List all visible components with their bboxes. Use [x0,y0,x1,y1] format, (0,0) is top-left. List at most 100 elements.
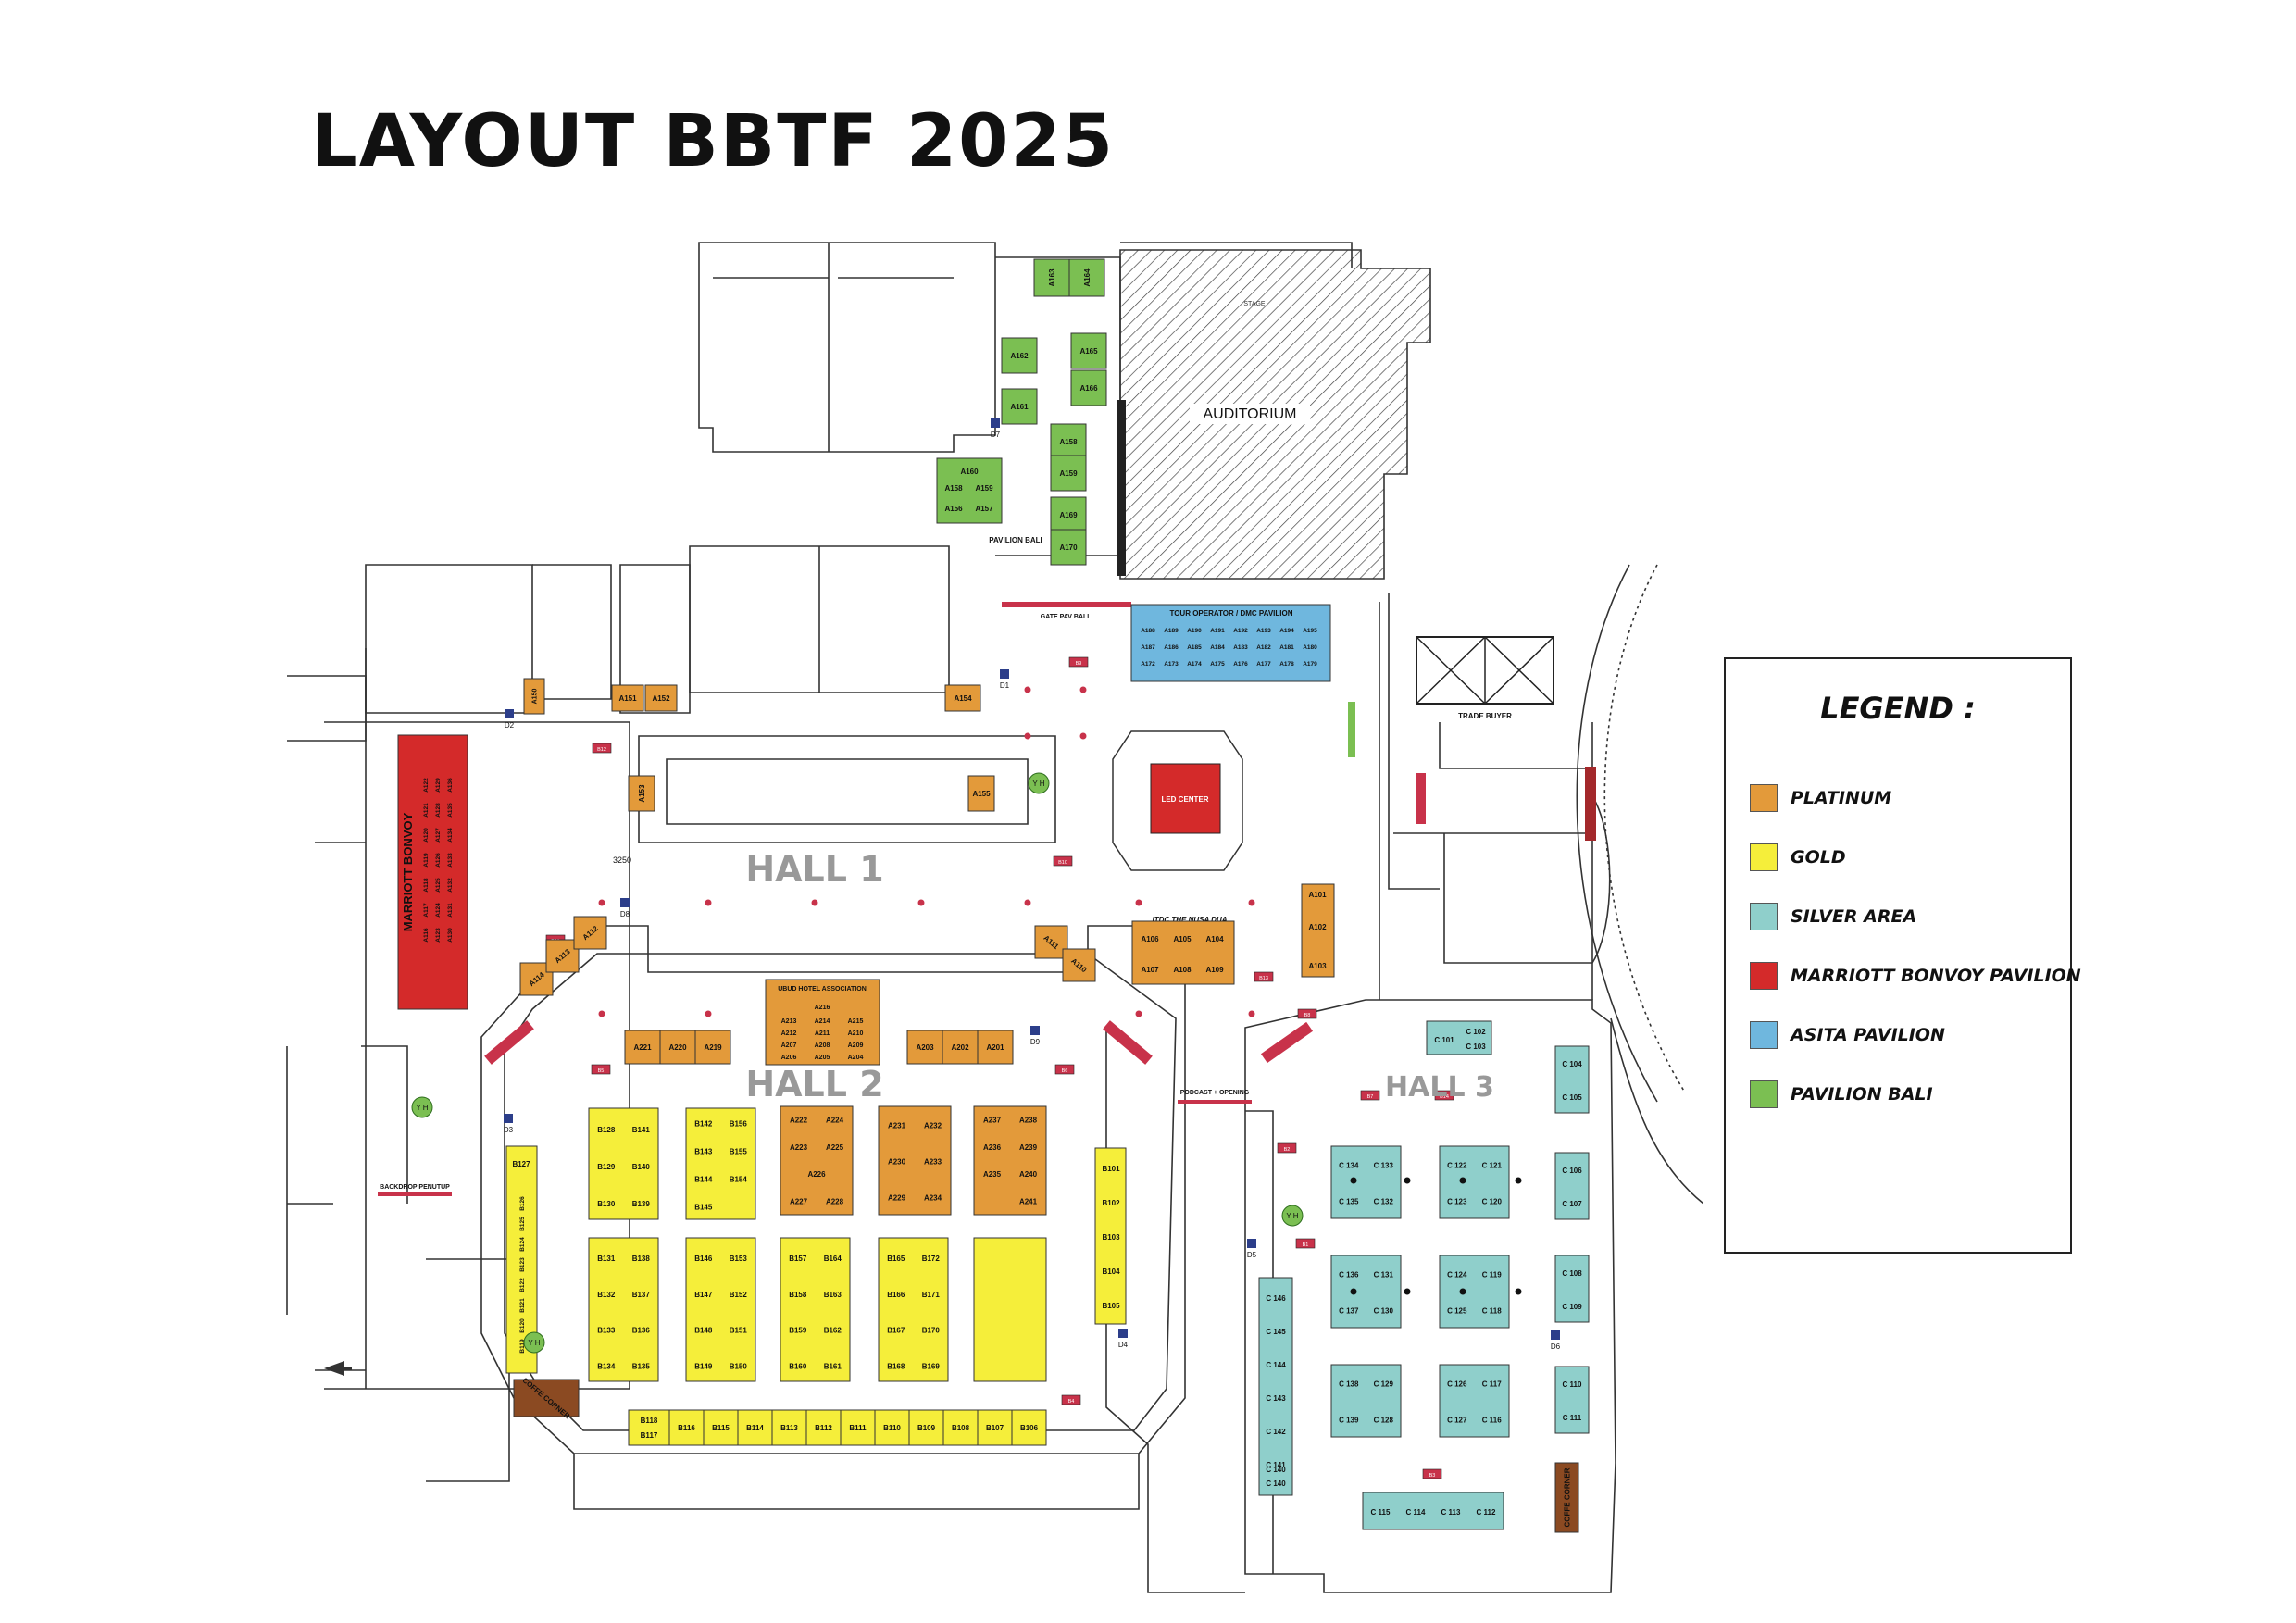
small-booth-marker [1053,855,1073,867]
booth-label: A211 [815,1030,830,1037]
small-booth-marker [1422,1468,1442,1479]
legend-item: GOLD [1750,843,1846,871]
booth-label: A178 [1279,661,1294,668]
booth-label: A182 [1256,644,1271,651]
svg-text:A158: A158 [1059,438,1078,446]
booth: B113 [771,1409,807,1446]
booth-label: B138 [632,1255,651,1263]
door-marker [505,709,514,718]
booth: B106 [1011,1409,1047,1446]
booth-label: A236 [983,1143,1002,1152]
booth-label: A189 [1164,628,1179,634]
svg-text:LED CENTER: LED CENTER [1161,795,1208,804]
small-booth-marker [1297,1008,1317,1019]
small-booth-marker-label: B6 [1062,1068,1068,1074]
booth-label: A160 [960,468,979,476]
booth-label: C 102 [1466,1028,1486,1036]
booth-label: UBUD HOTEL ASSOCIATION [778,986,867,993]
yh-marker [523,1331,545,1354]
door-marker [991,418,1000,428]
booth-label: A183 [1233,644,1248,651]
small-booth-marker-label: B13 [1259,976,1268,981]
booth-label: B150 [730,1362,748,1370]
booth-label: A135 [447,803,454,818]
booth [1130,604,1331,682]
booth-label: B139 [632,1200,651,1208]
booth-label: B151 [730,1327,748,1335]
booth-label: B122 [519,1278,526,1292]
booth: A155 [967,775,995,812]
booth-label: A130 [447,928,454,943]
svg-text:A164: A164 [1083,268,1092,287]
pillar-dots [598,686,1522,1295]
booth-label: C 144 [1266,1361,1286,1369]
booth-label: A235 [983,1170,1002,1179]
booth-label: C 101 [1434,1036,1454,1044]
booth-label: C 137 [1339,1306,1359,1315]
booth-label: A192 [1233,628,1248,634]
booth: A161 [1001,388,1038,425]
svg-text:A155: A155 [972,790,991,798]
booth-label: C 138 [1339,1380,1359,1388]
booth-label: A172 [1141,661,1155,668]
yh-label: Y H [528,1339,540,1347]
door-label: D2 [505,721,515,730]
door-marker [1000,669,1009,679]
pillar-dot [811,899,818,906]
booth-label: B162 [824,1327,842,1335]
hall-1-label: HALL 1 [745,849,883,890]
booth-label: A233 [924,1157,942,1166]
booth-label: C 117 [1482,1380,1502,1388]
booth-label: B166 [887,1291,905,1299]
pillar-dot [705,1010,712,1017]
booth: A154 [944,684,981,712]
booth: A111 [1034,925,1068,959]
booth-label: A101 [1308,891,1327,899]
legend-swatch [1750,962,1778,990]
booth: B116 [668,1409,705,1446]
svg-text:A221: A221 [633,1043,652,1052]
svg-text:B108: B108 [952,1424,970,1432]
svg-text:A165: A165 [1079,347,1098,356]
booth-label: C 129 [1374,1380,1394,1388]
booth-label: B165 [887,1255,905,1263]
booth-label: A232 [924,1121,942,1130]
small-booth-marker [1068,656,1089,668]
booth-label: A103 [1308,962,1327,970]
legend-swatch [1750,903,1778,930]
booth-label: B128 [597,1126,616,1134]
booth [685,1237,756,1382]
booth [1258,1277,1293,1496]
booth-label: A185 [1187,644,1202,651]
booth [973,1105,1047,1216]
booth-label: B126 [519,1196,526,1211]
legend-item: SILVER AREA [1750,903,1916,930]
small-booth-marker-label: B10 [1058,860,1067,866]
booth-label: A208 [815,1042,830,1049]
booth-label: B158 [789,1291,807,1299]
legend-title: LEGEND : [1820,691,1976,726]
booth-label: A106 [1141,935,1159,943]
booth-label: A187 [1141,644,1155,651]
booth-label: B136 [632,1327,651,1335]
booth-label: B131 [597,1255,616,1263]
booth-label: A213 [781,1018,797,1025]
door-label: D5 [1247,1251,1257,1259]
small-booth-marker [1277,1142,1297,1154]
booth: A150 [523,678,545,715]
booth-label: A105 [1173,935,1192,943]
svg-text:A154: A154 [954,694,972,703]
small-booth-marker-label: B3 [1429,1473,1436,1479]
booth-label: C 124 [1447,1270,1467,1279]
booth [628,1409,670,1446]
auditorium-label: AUDITORIUM [1203,406,1296,422]
booth-label: C 116 [1482,1416,1502,1424]
booth-label: A214 [815,1018,830,1025]
booth-label: A175 [1210,661,1225,668]
booth [1439,1255,1510,1329]
booth-label: A239 [1019,1143,1038,1152]
booth-label: B132 [597,1291,616,1299]
legend-swatch [1750,1021,1778,1049]
booth: A151 [611,684,644,712]
legend-label: GOLD [1791,847,1846,868]
